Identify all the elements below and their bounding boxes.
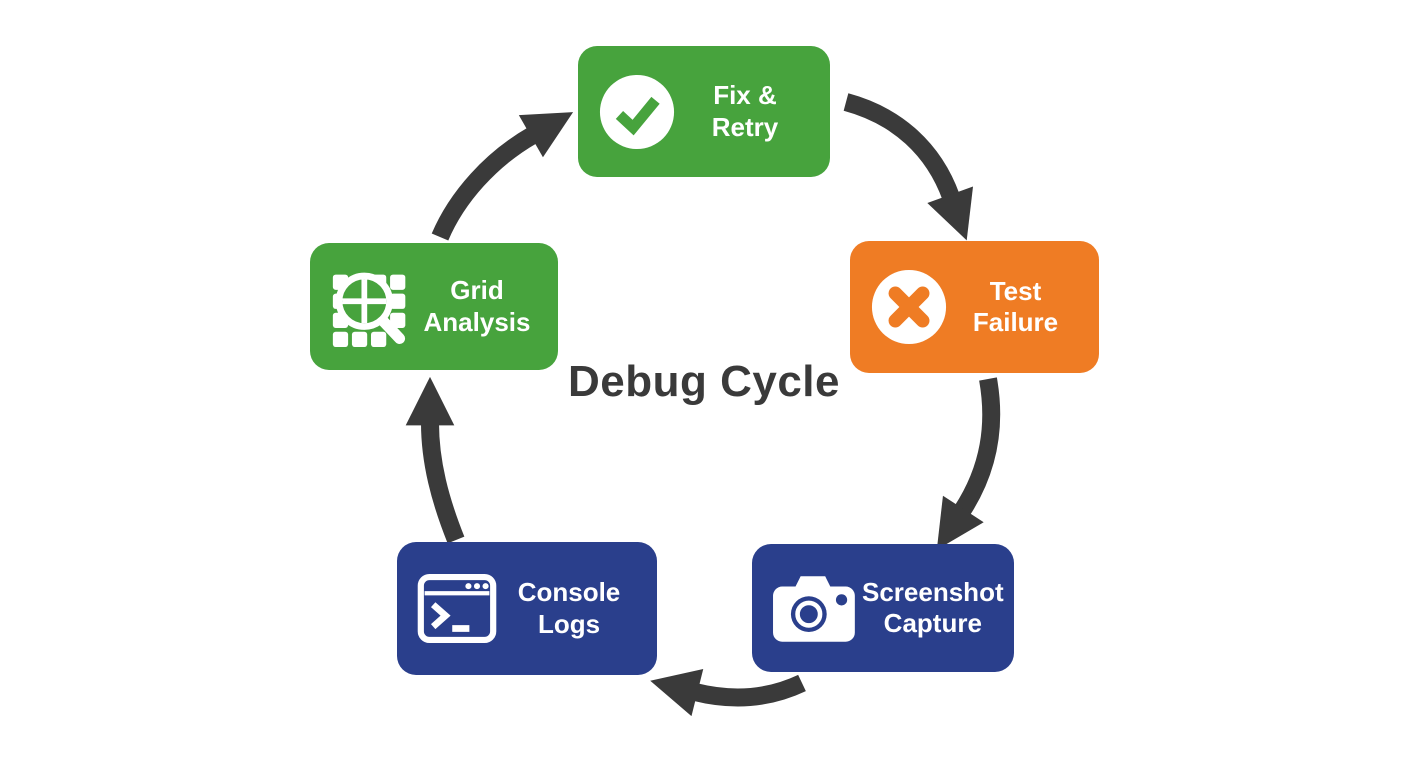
node-label: Test Failure bbox=[972, 275, 1059, 337]
camera-icon bbox=[772, 572, 862, 644]
magnifier-grid-icon bbox=[330, 266, 412, 348]
node-test-failure: Test Failure bbox=[850, 241, 1099, 373]
node-label: Console Logs bbox=[517, 577, 621, 639]
terminal-icon bbox=[417, 572, 497, 645]
arrow-screenshot-to-console bbox=[650, 669, 806, 717]
diagram-title: Debug Cycle bbox=[567, 357, 840, 406]
node-fix-retry: Fix & Retry bbox=[578, 46, 830, 177]
arrow-fix-to-failure bbox=[843, 93, 974, 241]
node-grid-analysis: Grid Analysis bbox=[310, 243, 558, 370]
arrow-console-to-grid bbox=[405, 376, 465, 544]
x-icon bbox=[870, 268, 948, 346]
check-icon bbox=[598, 73, 676, 151]
node-screenshot-capture: Screenshot Capture bbox=[752, 544, 1014, 672]
arrow-failure-to-screenshot bbox=[936, 377, 1001, 550]
arrow-grid-to-fix bbox=[431, 112, 574, 241]
node-console-logs: Console Logs bbox=[397, 542, 657, 675]
node-label: Screenshot Capture bbox=[862, 576, 1004, 638]
node-label: Fix & Retry bbox=[711, 80, 779, 142]
node-label: Grid Analysis bbox=[423, 275, 531, 337]
